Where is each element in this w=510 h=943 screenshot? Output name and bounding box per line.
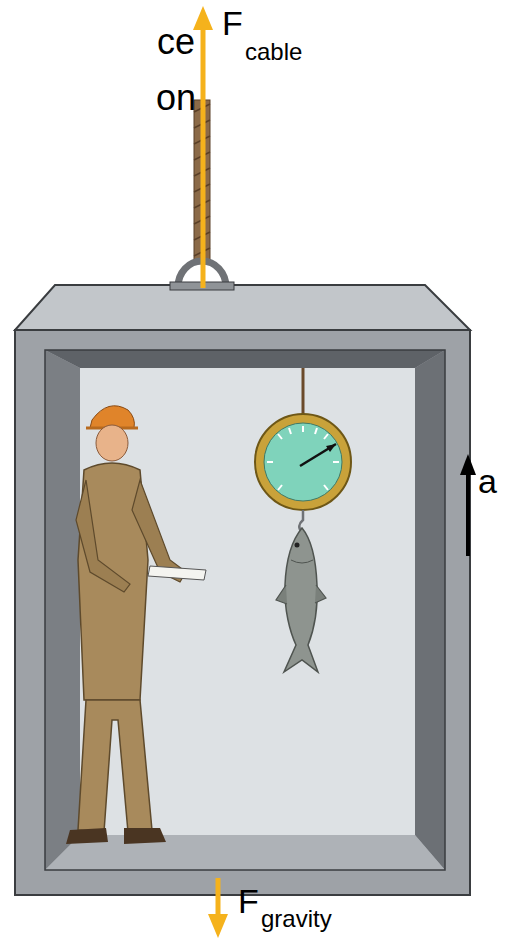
arrow-shaft <box>466 472 470 556</box>
force-subscript: cable <box>245 40 302 64</box>
right-boot <box>124 828 166 844</box>
elevator-roof <box>15 285 470 330</box>
arrowhead <box>460 454 476 475</box>
arrowhead <box>208 914 228 938</box>
scale-rim <box>255 414 351 510</box>
arrow-shaft <box>216 878 221 918</box>
fish-gill <box>291 560 313 563</box>
cut-off-word: on <box>156 80 196 116</box>
fish <box>276 528 326 672</box>
left-boot <box>66 828 108 844</box>
cut-off-word: ce <box>157 24 195 60</box>
elevator-right-wall <box>415 350 445 870</box>
force-arrow-cable <box>193 6 213 288</box>
scale-needle <box>300 444 336 466</box>
arrow-shaft <box>201 26 206 288</box>
acceleration-symbol: a <box>478 464 497 498</box>
arrowhead <box>193 6 213 30</box>
coveralls-legs <box>78 700 152 832</box>
fish-fins <box>276 585 326 604</box>
force-symbol: F <box>222 6 243 40</box>
head <box>96 425 128 461</box>
needle-tip <box>326 444 336 452</box>
elevator-car <box>15 285 470 895</box>
force-symbol: F <box>238 884 259 918</box>
elevator-ceiling <box>45 350 445 368</box>
scale-ticks <box>267 426 339 490</box>
scale-string <box>302 368 305 416</box>
elevator-left-wall <box>45 350 80 870</box>
clipboard <box>148 566 206 580</box>
force-arrow-gravity <box>208 878 228 938</box>
fish-body <box>284 528 318 672</box>
elevator-frame <box>15 330 470 895</box>
force-subscript: gravity <box>261 907 332 931</box>
fish-eye <box>295 543 300 548</box>
elevator-opening <box>45 350 445 870</box>
spring-scale <box>255 368 351 532</box>
scale-dial <box>264 423 342 501</box>
acceleration-arrow <box>460 454 476 556</box>
left-arm <box>76 480 130 592</box>
worker <box>66 406 206 844</box>
